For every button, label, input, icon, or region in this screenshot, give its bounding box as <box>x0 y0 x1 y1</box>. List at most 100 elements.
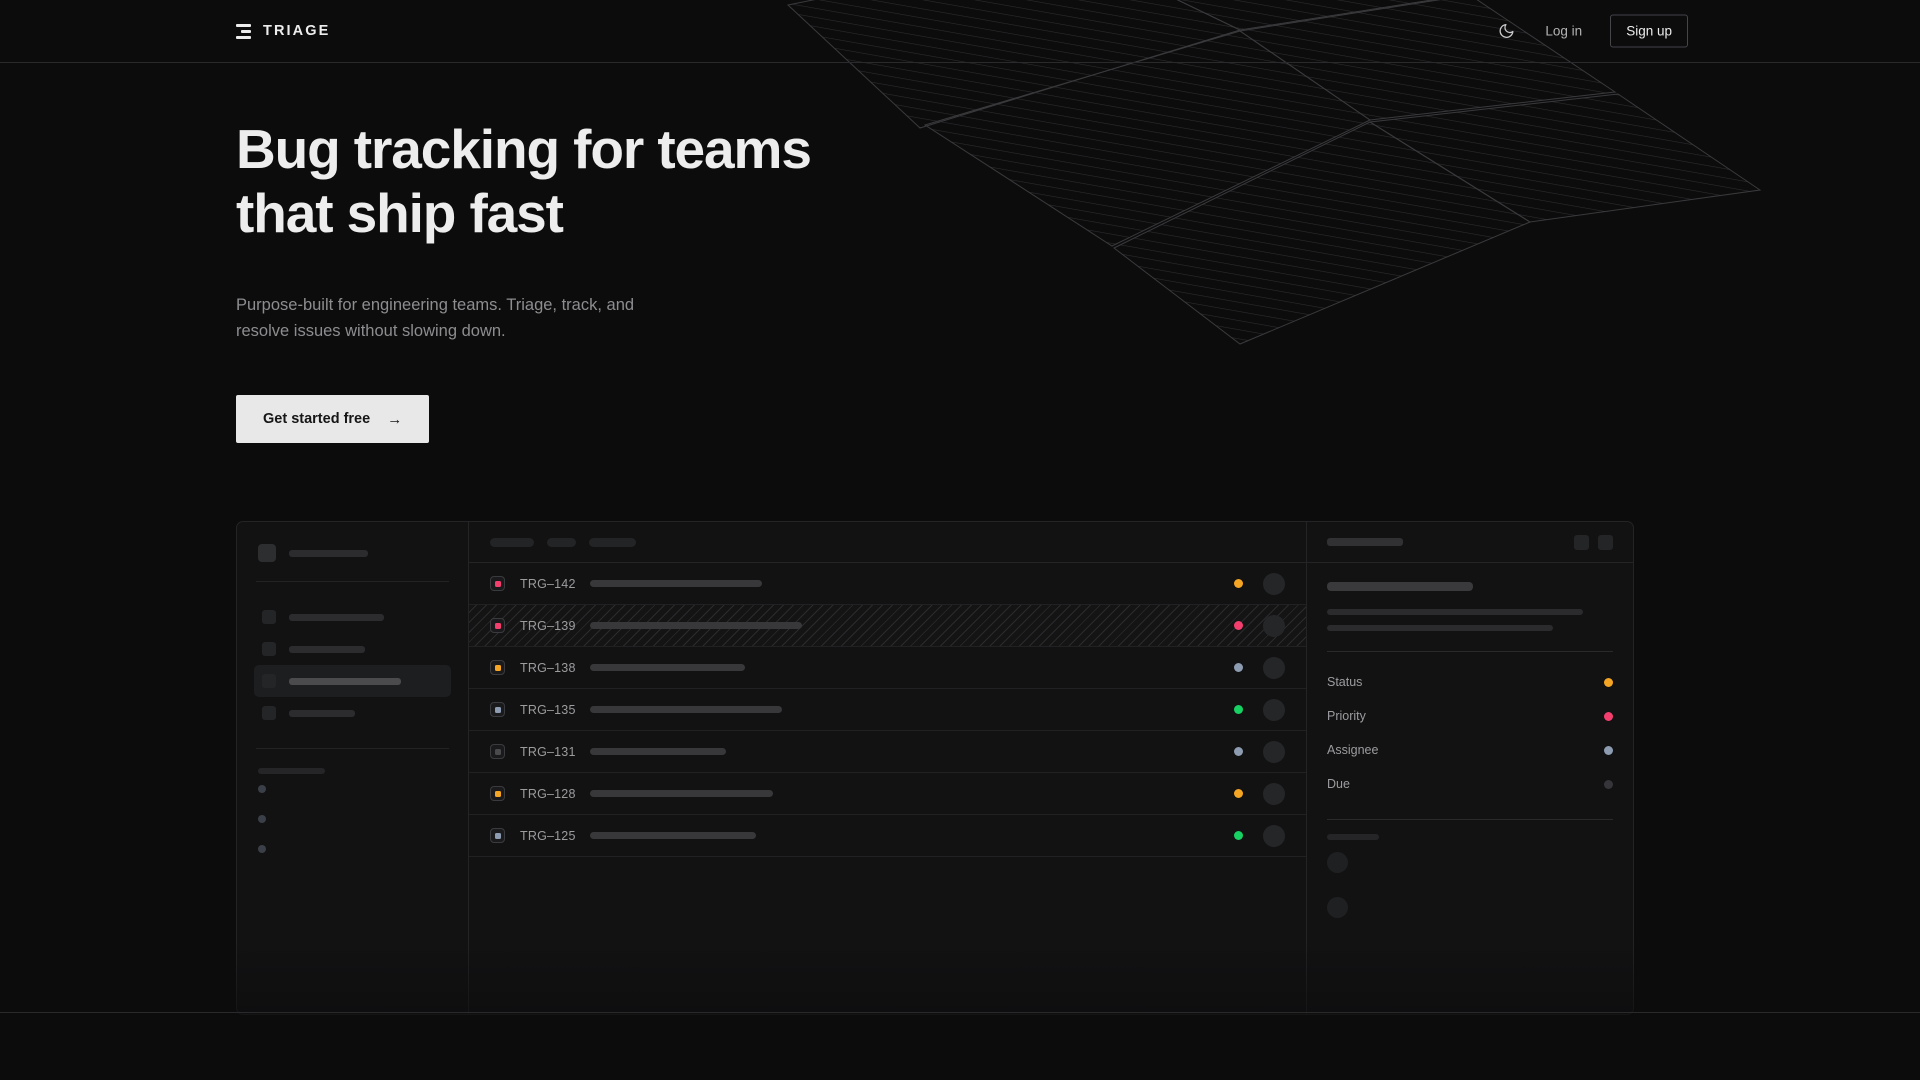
table-row[interactable]: TRG–131 <box>469 731 1306 773</box>
priority-badge-icon <box>490 828 505 843</box>
status-badge <box>1234 663 1243 672</box>
row-meta <box>1234 656 1285 679</box>
row-meta <box>1234 824 1285 847</box>
header-nav: Log in Sign up <box>1495 14 1688 48</box>
issue-id: TRG–128 <box>520 786 576 801</box>
sidebar-section-label <box>258 768 325 774</box>
hero-section: Bug tracking for teams that ship fast Pu… <box>236 118 996 444</box>
sidebar-item-3-active[interactable] <box>254 665 451 697</box>
signup-button[interactable]: Sign up <box>1610 14 1688 48</box>
issue-id: TRG–131 <box>520 744 576 759</box>
issue-title-placeholder <box>590 832 756 839</box>
row-meta <box>1234 572 1285 595</box>
status-badge <box>1234 705 1243 714</box>
table-row[interactable]: TRG–139 <box>469 605 1306 647</box>
issue-id: TRG–138 <box>520 660 576 675</box>
priority-badge-icon <box>490 786 505 801</box>
detail-issue-title-placeholder <box>1327 582 1473 591</box>
issue-list-toolbar <box>469 522 1306 563</box>
avatar <box>1263 614 1285 637</box>
table-row[interactable]: TRG–142 <box>469 563 1306 605</box>
section-divider <box>0 1012 1920 1013</box>
status-badge <box>1234 579 1243 588</box>
table-row[interactable]: TRG–135 <box>469 689 1306 731</box>
sidebar-item-icon <box>262 674 276 688</box>
detail-action-button-1[interactable] <box>1574 534 1589 550</box>
issue-id: TRG–139 <box>520 618 576 633</box>
sidebar-workspace-switcher[interactable] <box>254 540 451 562</box>
cta-label: Get started free <box>263 411 371 428</box>
detail-action-button-2[interactable] <box>1598 534 1613 550</box>
avatar <box>1327 897 1348 918</box>
sidebar-sub-item-3[interactable] <box>254 834 451 864</box>
table-row[interactable]: TRG–125 <box>469 815 1306 857</box>
issue-title-placeholder <box>590 622 802 629</box>
page-title: Bug tracking for teams that ship fast <box>236 118 812 244</box>
detail-activity-label-placeholder <box>1327 834 1379 840</box>
detail-meta-row[interactable]: Priority <box>1327 699 1613 733</box>
login-link[interactable]: Log in <box>1545 23 1583 39</box>
sidebar-item-icon <box>262 642 276 656</box>
get-started-button[interactable]: Get started free → <box>236 395 430 444</box>
detail-meta-row[interactable]: Assignee <box>1327 733 1613 767</box>
issue-title-placeholder <box>590 790 773 797</box>
arrow-right-icon: → <box>387 410 403 428</box>
bullet-icon <box>258 845 266 853</box>
sidebar-item-icon <box>262 610 276 624</box>
workspace-name-placeholder <box>289 549 368 557</box>
brand-name: TRIAGE <box>263 23 331 39</box>
filter-chip[interactable] <box>490 537 534 547</box>
sidebar-divider <box>256 748 449 749</box>
detail-meta-value-dot <box>1604 711 1613 721</box>
moon-icon[interactable] <box>1495 20 1517 42</box>
priority-badge-icon <box>490 702 505 717</box>
detail-title-placeholder <box>1327 538 1403 546</box>
priority-badge-icon <box>490 618 505 633</box>
issue-title-placeholder <box>590 706 782 713</box>
detail-meta-label: Priority <box>1327 709 1366 723</box>
sidebar-divider <box>256 581 449 582</box>
table-row[interactable]: TRG–128 <box>469 773 1306 815</box>
sidebar-item-2[interactable] <box>254 633 451 665</box>
detail-panel-header <box>1307 522 1633 563</box>
sidebar-item-1[interactable] <box>254 601 451 633</box>
sidebar-sub-item-2[interactable] <box>254 804 451 834</box>
row-meta <box>1234 614 1285 637</box>
avatar <box>1263 782 1285 805</box>
sidebar-item-icon <box>262 706 276 720</box>
row-meta <box>1234 782 1285 805</box>
detail-divider <box>1327 651 1613 652</box>
brand-logo[interactable]: TRIAGE <box>236 23 330 39</box>
detail-comment-2 <box>1327 885 1613 930</box>
detail-body-line <box>1327 609 1583 615</box>
detail-meta-row[interactable]: Due <box>1327 767 1613 801</box>
issue-id: TRG–142 <box>520 576 576 591</box>
avatar <box>1263 824 1285 847</box>
filter-chip[interactable] <box>547 537 576 547</box>
sidebar-item-label <box>289 677 401 685</box>
status-badge <box>1234 621 1243 630</box>
table-row[interactable]: TRG–138 <box>469 647 1306 689</box>
priority-badge-icon <box>490 576 505 591</box>
detail-meta-label: Assignee <box>1327 743 1379 757</box>
status-badge <box>1234 789 1243 798</box>
issue-id: TRG–135 <box>520 702 576 717</box>
filter-chip[interactable] <box>589 537 636 547</box>
detail-meta-row[interactable]: Status <box>1327 665 1613 699</box>
detail-comment-1 <box>1327 840 1613 885</box>
avatar <box>1263 572 1285 595</box>
sidebar-item-label <box>289 613 384 621</box>
issue-title-placeholder <box>590 664 745 671</box>
sidebar-sub-item-1[interactable] <box>254 774 451 804</box>
priority-badge-icon <box>490 660 505 675</box>
row-meta <box>1234 698 1285 721</box>
avatar <box>1263 740 1285 763</box>
sidebar-item-4[interactable] <box>254 697 451 729</box>
detail-meta-label: Due <box>1327 777 1350 791</box>
detail-meta-value-dot <box>1604 779 1613 789</box>
